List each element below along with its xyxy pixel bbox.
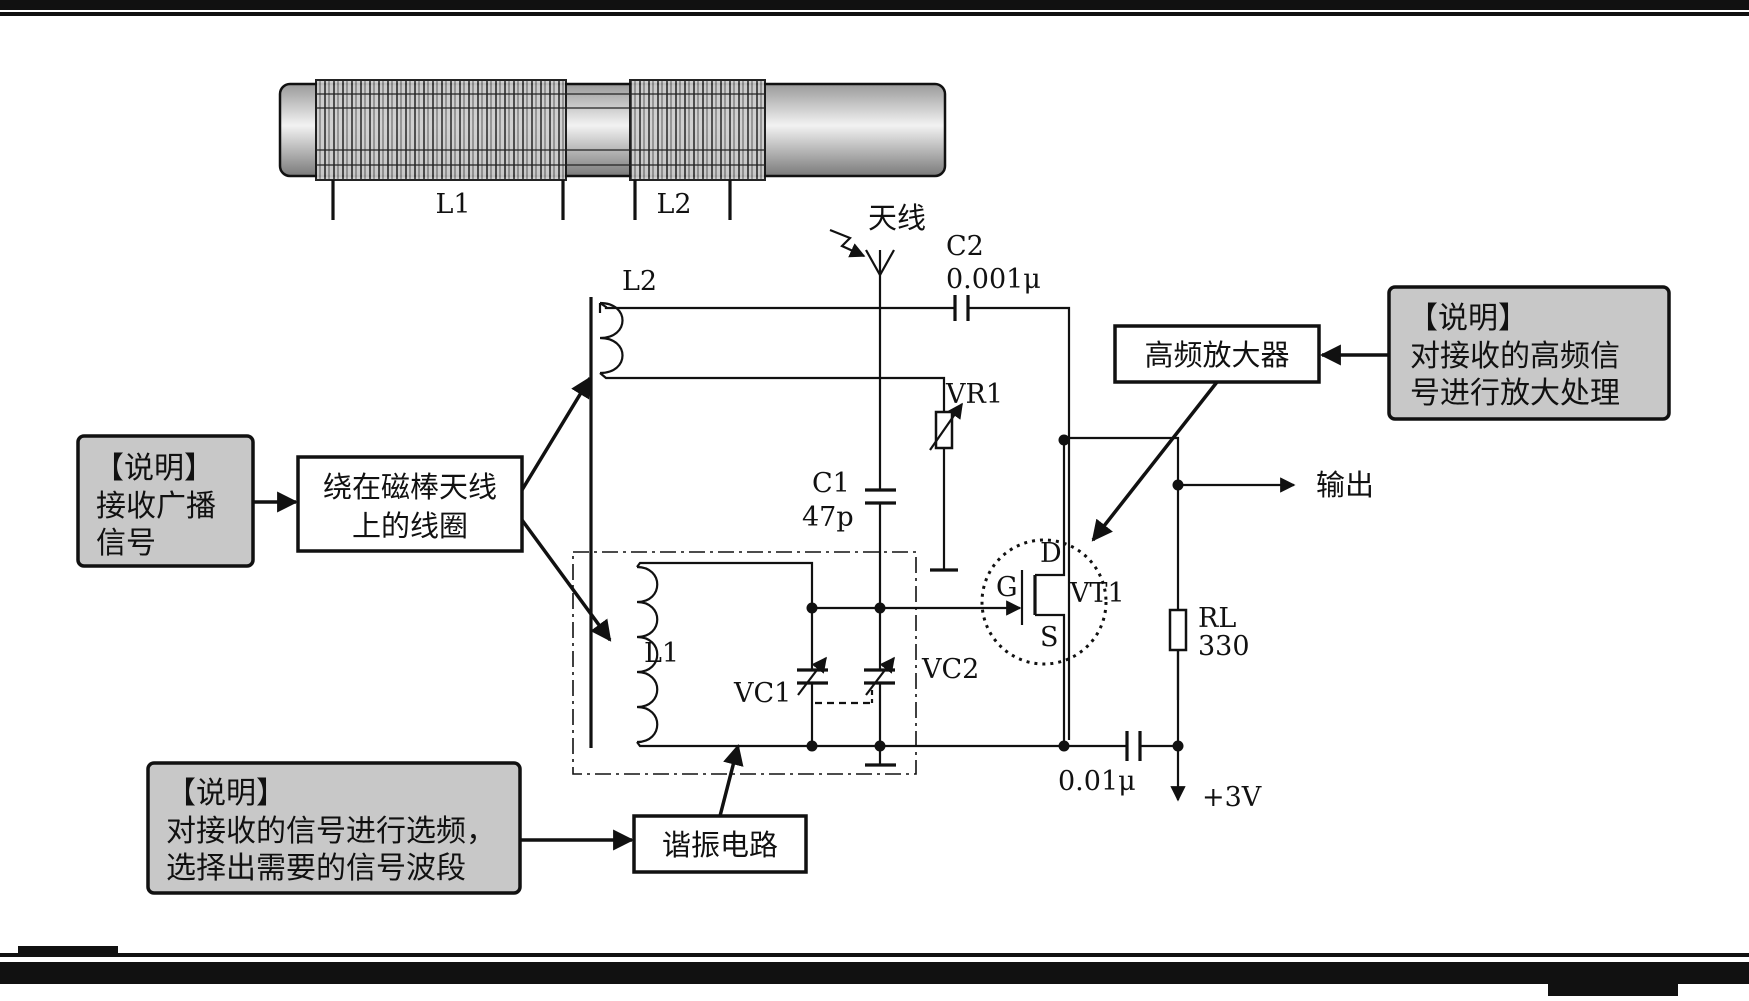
coil-l1-winding	[315, 79, 567, 181]
rod-l2-label: L2	[656, 189, 691, 220]
tank-circuit-outline	[572, 551, 917, 775]
coil-l2-winding	[629, 79, 766, 181]
rl-resistor	[1168, 608, 1188, 652]
note-left: 【说明】 接收广播 信号	[76, 434, 255, 568]
coil-l2-symbol	[599, 301, 624, 375]
note-right-line-1: 对接收的高频信	[1410, 339, 1620, 374]
circuit-wires	[572, 275, 1296, 802]
rl-value: 330	[1198, 631, 1250, 662]
coil-box-line-1: 绕在磁棒天线	[323, 470, 497, 504]
note-right-title: 【说明】	[1408, 301, 1528, 336]
c1-value: 47p	[802, 502, 854, 533]
note-left-title: 【说明】	[94, 451, 214, 486]
coil-l1-symbol	[636, 565, 659, 744]
vc2-name: VC2	[921, 654, 979, 685]
vc1-symbol	[797, 656, 827, 696]
note-bottom: 【说明】 对接收的信号进行选频， 选择出需要的信号波段	[146, 761, 522, 895]
component-labels: C2 0.001μ L2 VR1 C1 47p L1 VC1 VC2 VT1 G…	[622, 231, 1374, 813]
output-label: 输出	[1316, 468, 1374, 502]
vt1-name: VT1	[1069, 578, 1125, 609]
tank-box: 谐振电路	[632, 814, 808, 874]
note-right: 【说明】 对接收的高频信 号进行放大处理	[1387, 285, 1671, 421]
source-label: S	[1040, 622, 1059, 653]
note-left-line-2: 信号	[96, 526, 156, 561]
ferrite-rod-illustration: L1 L2	[278, 79, 947, 220]
gate-label: G	[996, 572, 1018, 603]
c2-name: C2	[946, 231, 984, 262]
note-left-line-1: 接收广播	[96, 489, 216, 524]
vt1-highlight-circle	[980, 538, 1108, 666]
radio-wave-icon	[829, 228, 866, 258]
note-bottom-title: 【说明】	[166, 776, 286, 811]
drain-label: D	[1040, 538, 1062, 569]
c1-name: C1	[812, 468, 850, 499]
vc2-symbol	[865, 656, 895, 696]
antenna-label: 天线	[868, 201, 926, 235]
c2-value: 0.001μ	[946, 264, 1041, 295]
note-bottom-line-2: 选择出需要的信号波段	[166, 851, 466, 886]
note-bottom-line-1: 对接收的信号进行选频，	[166, 814, 496, 849]
rod-l1-label: L1	[435, 189, 470, 220]
vc1-name: VC1	[733, 678, 791, 709]
vr1-name: VR1	[945, 379, 1003, 410]
l1-name: L1	[644, 638, 679, 669]
rl-name: RL	[1198, 603, 1236, 634]
antenna-symbol: 天线	[829, 201, 926, 278]
c3-value: 0.01μ	[1058, 766, 1136, 797]
note-right-line-2: 号进行放大处理	[1410, 376, 1620, 411]
supply-label: +3V	[1202, 782, 1262, 813]
tank-box-label: 谐振电路	[662, 828, 778, 862]
l2-name: L2	[622, 266, 657, 297]
amp-box: 高频放大器	[1113, 324, 1321, 384]
coil-box-line-2: 上的线圈	[352, 509, 468, 543]
amp-box-label: 高频放大器	[1144, 338, 1289, 372]
coil-box: 绕在磁棒天线 上的线圈	[296, 455, 524, 553]
